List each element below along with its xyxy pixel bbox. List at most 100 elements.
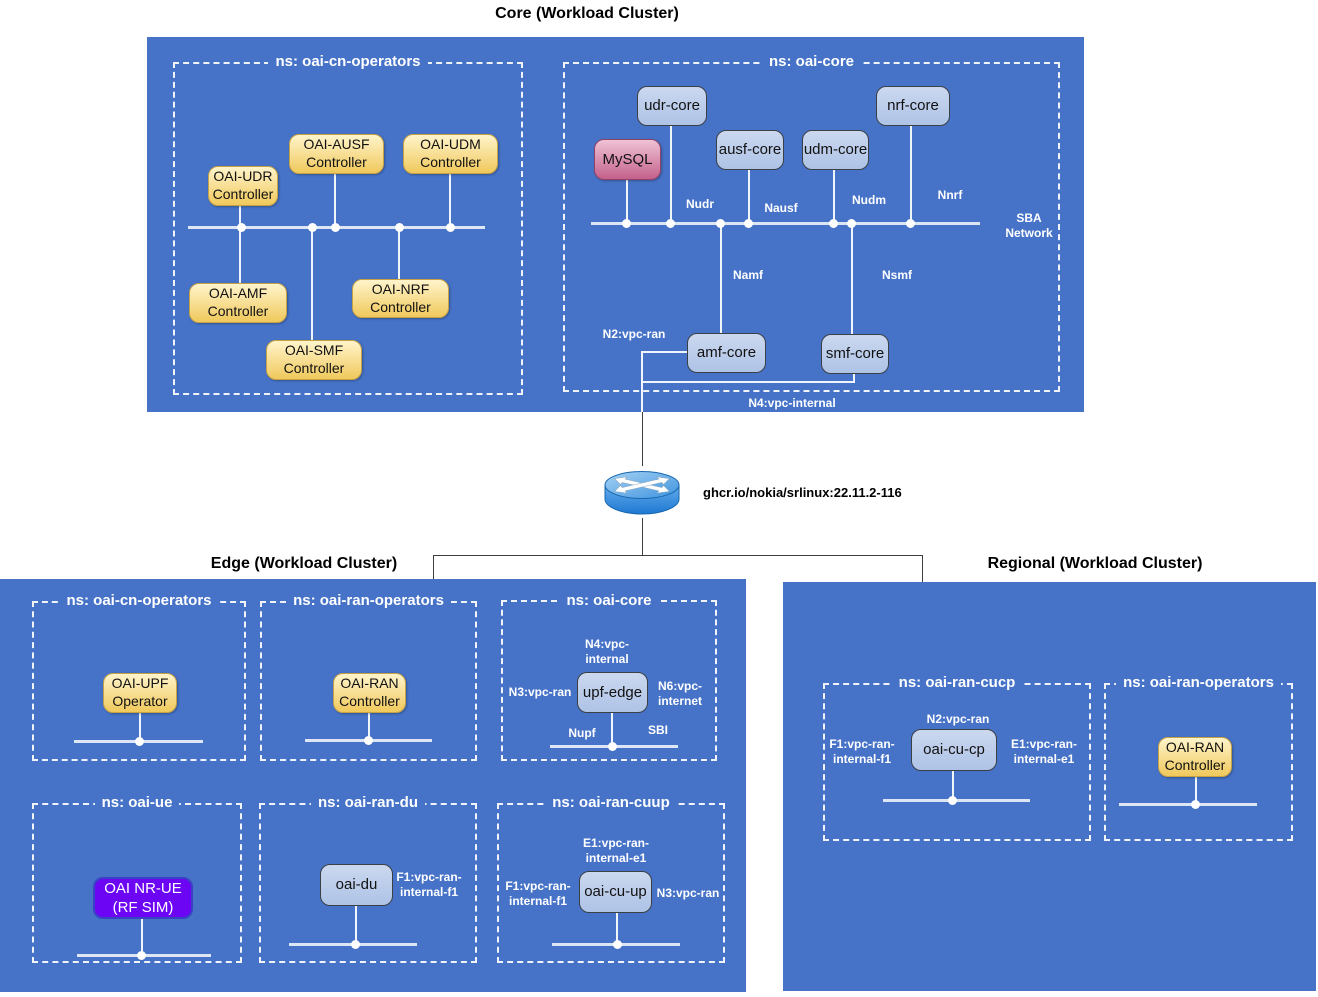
- connector-line: [311, 228, 313, 340]
- label-cucp-f1-vpc-ran-internal-f1: F1:vpc-ran- internal-f1: [829, 737, 895, 766]
- connector-line: [611, 713, 613, 746]
- connector-line: [851, 225, 853, 334]
- node-ausf-core: ausf-core: [716, 130, 784, 170]
- label-edge-nupf: Nupf: [568, 726, 596, 740]
- ns-title-edge-oai-ue: ns: oai-ue: [32, 795, 242, 811]
- connector-line: [355, 906, 357, 943]
- ns-title-edge-ran-du-text: ns: oai-ran-du: [311, 795, 425, 811]
- junction-dot: [351, 940, 360, 949]
- ns-title-edge-ran-du: ns: oai-ran-du: [259, 795, 477, 811]
- connector-line: [616, 913, 618, 943]
- label-nausf: Nausf: [764, 201, 798, 215]
- ns-title-core-oai-core: ns: oai-core: [563, 54, 1060, 70]
- junction-dot: [622, 219, 631, 228]
- node-mysql: MySQL: [594, 139, 661, 180]
- node-udm-core: udm-core: [802, 130, 869, 170]
- node-oai-nrf-controller: OAI-NRF Controller: [352, 279, 449, 318]
- ns-title-core-cn-operators-text: ns: oai-cn-operators: [268, 54, 428, 70]
- router-icon: [602, 466, 682, 518]
- node-oai-ran-controller-regional: OAI-RAN Controller: [1158, 737, 1232, 777]
- ns-title-edge-ran-operators-text: ns: oai-ran-operators: [286, 593, 451, 609]
- junction-dot: [237, 223, 246, 232]
- ns-title-edge-cn-operators-text: ns: oai-cn-operators: [59, 593, 219, 609]
- node-oai-smf-controller: OAI-SMF Controller: [266, 340, 362, 380]
- connector-line: [642, 351, 687, 353]
- connector-line: [952, 771, 954, 800]
- label-sba-network: SBA Network: [1005, 211, 1053, 240]
- node-nrf-core: nrf-core: [876, 86, 950, 126]
- node-amf-core: amf-core: [687, 333, 766, 373]
- node-udr-core: udr-core: [637, 86, 707, 126]
- junction-dot: [608, 742, 617, 751]
- label-edge-n4-vpc-internal: N4:vpc- internal: [584, 637, 629, 666]
- node-oai-ran-controller-edge: OAI-RAN Controller: [333, 673, 406, 713]
- label-cucp-e1-vpc-ran-internal-e1: E1:vpc-ran- internal-e1: [1010, 737, 1078, 766]
- connector-line: [239, 228, 241, 283]
- connector-line: [368, 713, 370, 739]
- label-edge-n3-vpc-ran: N3:vpc-ran: [508, 685, 572, 699]
- connector-line: [910, 126, 912, 223]
- label-nudr: Nudr: [686, 197, 714, 211]
- branch-horizontal-line: [433, 555, 923, 556]
- connector-line: [449, 174, 451, 228]
- regional-cluster-title: Regional (Workload Cluster): [987, 555, 1203, 572]
- junction-dot: [744, 219, 753, 228]
- node-oai-udr-controller: OAI-UDR Controller: [208, 166, 278, 206]
- junction-dot: [948, 796, 957, 805]
- junction-dot: [446, 223, 455, 232]
- label-cuup-n3-vpc-ran: N3:vpc-ran: [656, 886, 720, 900]
- connector-line: [334, 174, 336, 228]
- connector-line: [748, 170, 750, 223]
- connector-line: [853, 374, 855, 383]
- connector-line: [398, 228, 400, 279]
- connector-line: [141, 919, 143, 955]
- junction-dot: [613, 940, 622, 949]
- ns-title-edge-ran-operators: ns: oai-ran-operators: [260, 593, 477, 609]
- node-oai-nr-ue: OAI NR-UE (RF SIM): [93, 877, 193, 919]
- label-cuup-e1-vpc-ran-internal-e1: E1:vpc-ran- internal-e1: [582, 836, 650, 865]
- label-n4-vpc-internal: N4:vpc-internal: [748, 396, 836, 410]
- node-smf-core: smf-core: [821, 334, 889, 374]
- junction-dot: [137, 951, 146, 960]
- label-nsmf: Nsmf: [881, 268, 912, 282]
- junction-dot: [716, 219, 725, 228]
- label-cucp-n2-vpc-ran: N2:vpc-ran: [926, 712, 990, 726]
- ns-title-regional-ran-operators-text: ns: oai-ran-operators: [1116, 675, 1281, 691]
- connector-line: [626, 180, 628, 223]
- ns-title-regional-ran-operators: ns: oai-ran-operators: [1104, 675, 1293, 691]
- junction-dot: [847, 219, 856, 228]
- junction-dot: [135, 737, 144, 746]
- node-oai-udm-controller: OAI-UDM Controller: [403, 134, 498, 174]
- connector-line: [720, 225, 722, 333]
- node-oai-du: oai-du: [320, 864, 393, 906]
- junction-dot: [906, 219, 915, 228]
- connector-line: [833, 170, 835, 223]
- regional-cluster: [783, 582, 1316, 991]
- junction-dot: [395, 223, 404, 232]
- core-cluster-title: Core (Workload Cluster): [495, 5, 679, 22]
- router-branch-line: [642, 518, 643, 556]
- ns-title-regional-ran-cucp-text: ns: oai-ran-cucp: [891, 675, 1023, 691]
- ns-title-core-oai-core-text: ns: oai-core: [761, 54, 862, 70]
- node-upf-edge: upf-edge: [577, 672, 648, 713]
- label-du-f1-vpc-ran-internal-f1: F1:vpc-ran- internal-f1: [396, 870, 462, 899]
- ns-title-edge-ran-cuup-text: ns: oai-ran-cuup: [545, 795, 677, 811]
- ns-title-edge-oai-ue-text: ns: oai-ue: [94, 795, 180, 811]
- ns-title-edge-ran-cuup: ns: oai-ran-cuup: [497, 795, 725, 811]
- edge-cluster-title: Edge (Workload Cluster): [210, 555, 398, 572]
- node-oai-amf-controller: OAI-AMF Controller: [189, 283, 287, 323]
- rail-line: [1119, 803, 1257, 806]
- label-nudm: Nudm: [852, 193, 886, 207]
- junction-dot: [666, 219, 675, 228]
- ns-title-core-cn-operators: ns: oai-cn-operators: [173, 54, 523, 70]
- connector-line: [1195, 777, 1197, 803]
- branch-to-edge-line: [433, 555, 434, 579]
- connector-line: [239, 206, 241, 228]
- connector-line: [670, 126, 672, 223]
- node-oai-cu-cp: oai-cu-cp: [911, 729, 997, 771]
- label-cuup-f1-vpc-ran-internal-f1: F1:vpc-ran- internal-f1: [505, 879, 571, 908]
- core-to-router-line: [642, 412, 643, 466]
- junction-dot: [331, 223, 340, 232]
- edge-cluster: [0, 579, 746, 992]
